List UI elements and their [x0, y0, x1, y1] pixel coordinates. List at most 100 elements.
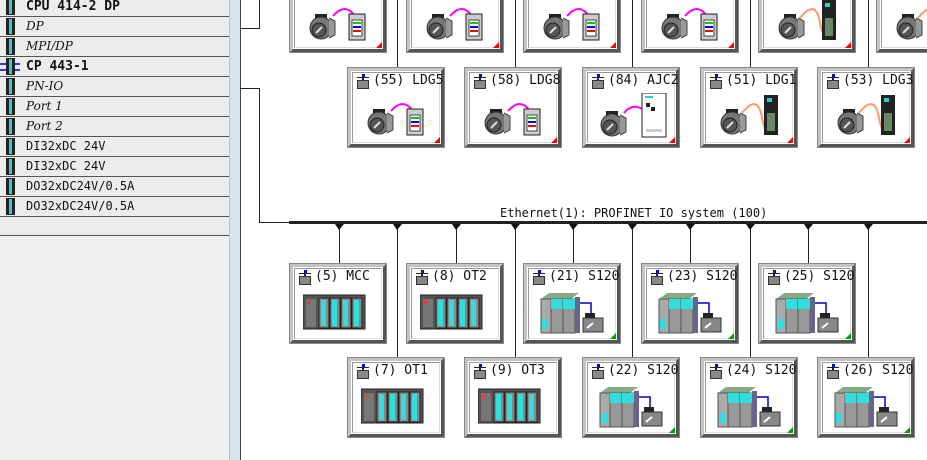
io-module-icon	[6, 158, 15, 175]
io-module-icon	[6, 178, 15, 195]
device-box[interactable]: (51) LDG1	[700, 67, 798, 148]
device-label: (5) MCC	[315, 269, 370, 284]
plc-rack-icon	[303, 294, 366, 330]
splitter-scrollbar[interactable]	[229, 0, 241, 460]
bus-tap-marker	[746, 224, 755, 230]
bus-tap-marker	[569, 224, 578, 230]
empty-slot-row[interactable]	[0, 217, 229, 236]
device-box[interactable]: (58) LDG8	[464, 67, 562, 148]
module-row[interactable]: PN-IO	[0, 77, 229, 97]
profinet-device-icon	[708, 364, 724, 380]
motor-sinamics-icon	[778, 0, 836, 40]
device-label: (26) S120	[843, 363, 914, 378]
device-box[interactable]	[641, 0, 739, 53]
s120-icon	[775, 293, 839, 334]
device-label: (25) S120	[784, 269, 855, 284]
module-row[interactable]: Port 1	[0, 97, 229, 117]
device-box-frame	[822, 72, 910, 143]
device-box-frame	[822, 362, 910, 433]
motor-drive-icon	[543, 8, 600, 41]
module-row[interactable]: DI32xDC 24V	[0, 137, 229, 157]
device-box[interactable]: (5) MCC	[289, 263, 387, 344]
status-red-marker	[904, 137, 910, 143]
device-box[interactable]: (9) OT3	[464, 357, 562, 438]
device-box[interactable]	[406, 0, 504, 53]
device-label: (58) LDG8	[490, 73, 561, 88]
status-red-marker	[669, 137, 675, 143]
device-box-frame	[411, 0, 499, 48]
bus-tap-marker	[335, 224, 344, 230]
module-row[interactable]: CP 443-1	[0, 57, 229, 77]
device-box[interactable]: (23) S120	[641, 263, 739, 344]
device-box[interactable]	[876, 0, 927, 53]
device-box-frame	[763, 268, 851, 339]
status-red-marker	[845, 42, 851, 48]
upper-drop-line	[397, 0, 398, 68]
upper-drop-line	[515, 0, 516, 68]
profinet-device-icon	[414, 270, 430, 286]
module-row[interactable]: DP	[0, 17, 229, 37]
status-red-marker	[551, 137, 557, 143]
device-box[interactable]	[289, 0, 387, 53]
module-row[interactable]: DI32xDC 24V	[0, 157, 229, 177]
profinet-device-icon	[590, 364, 606, 380]
module-label: DI32xDC 24V	[26, 139, 106, 153]
module-row[interactable]: Port 2	[0, 117, 229, 137]
module-label: DI32xDC 24V	[26, 159, 106, 173]
device-box-frame	[469, 362, 557, 433]
interface-icon	[6, 78, 15, 95]
profinet-device-icon	[825, 74, 841, 90]
module-label: PN-IO	[26, 79, 64, 93]
device-box-frame	[352, 362, 440, 433]
profinet-bus-line	[289, 221, 927, 224]
profinet-device-icon	[297, 270, 313, 286]
interface-icon	[6, 18, 15, 35]
device-box[interactable]	[523, 0, 621, 53]
device-box[interactable]: (21) S120	[523, 263, 621, 344]
device-drop-line	[339, 224, 340, 264]
connection-line	[240, 88, 260, 89]
motor-drive-icon	[484, 103, 541, 136]
connection-line	[259, 0, 260, 29]
status-red-marker	[376, 42, 382, 48]
module-row[interactable]: MPI/DP	[0, 37, 229, 57]
device-box[interactable]: (53) LDG3	[817, 67, 915, 148]
device-label: (8) OT2	[432, 269, 487, 284]
s120-icon	[599, 387, 663, 428]
s120-icon	[717, 387, 781, 428]
device-box[interactable]	[758, 0, 856, 53]
device-box[interactable]: (25) S120	[758, 263, 856, 344]
device-label: (21) S120	[549, 269, 620, 284]
device-box[interactable]: (22) S120	[582, 357, 680, 438]
status-red-marker	[787, 137, 793, 143]
device-box[interactable]: (7) OT1	[347, 357, 445, 438]
device-label: (24) S120	[726, 363, 797, 378]
module-row[interactable]: CPU 414-2 DP	[0, 0, 229, 17]
s120-icon	[540, 293, 604, 334]
device-box[interactable]: (8) OT2	[406, 263, 504, 344]
device-box[interactable]: (84) AJC2	[582, 67, 680, 148]
device-box[interactable]: (24) S120	[700, 357, 798, 438]
module-row[interactable]: DO32xDC24V/0.5A	[0, 197, 229, 217]
device-box-frame	[528, 0, 616, 48]
profinet-device-icon	[825, 364, 841, 380]
device-box-frame	[646, 0, 734, 48]
device-box-frame	[352, 72, 440, 143]
device-label: (84) AJC2	[608, 73, 679, 88]
status-green-marker	[669, 427, 675, 433]
bus-tap-marker	[393, 224, 402, 230]
device-box[interactable]: (55) LDG5	[347, 67, 445, 148]
bus-tap-marker	[804, 224, 813, 230]
status-red-marker	[728, 42, 734, 48]
module-label: Port 2	[26, 119, 63, 133]
plc-rack-icon	[361, 388, 424, 424]
module-label: MPI/DP	[26, 39, 73, 53]
device-box-frame	[528, 268, 616, 339]
device-box-frame	[705, 72, 793, 143]
device-box[interactable]: (26) S120	[817, 357, 915, 438]
network-module-icon	[6, 58, 15, 75]
device-box-frame	[587, 362, 675, 433]
module-row[interactable]: DO32xDC24V/0.5A	[0, 177, 229, 197]
device-drop-line	[690, 224, 691, 264]
